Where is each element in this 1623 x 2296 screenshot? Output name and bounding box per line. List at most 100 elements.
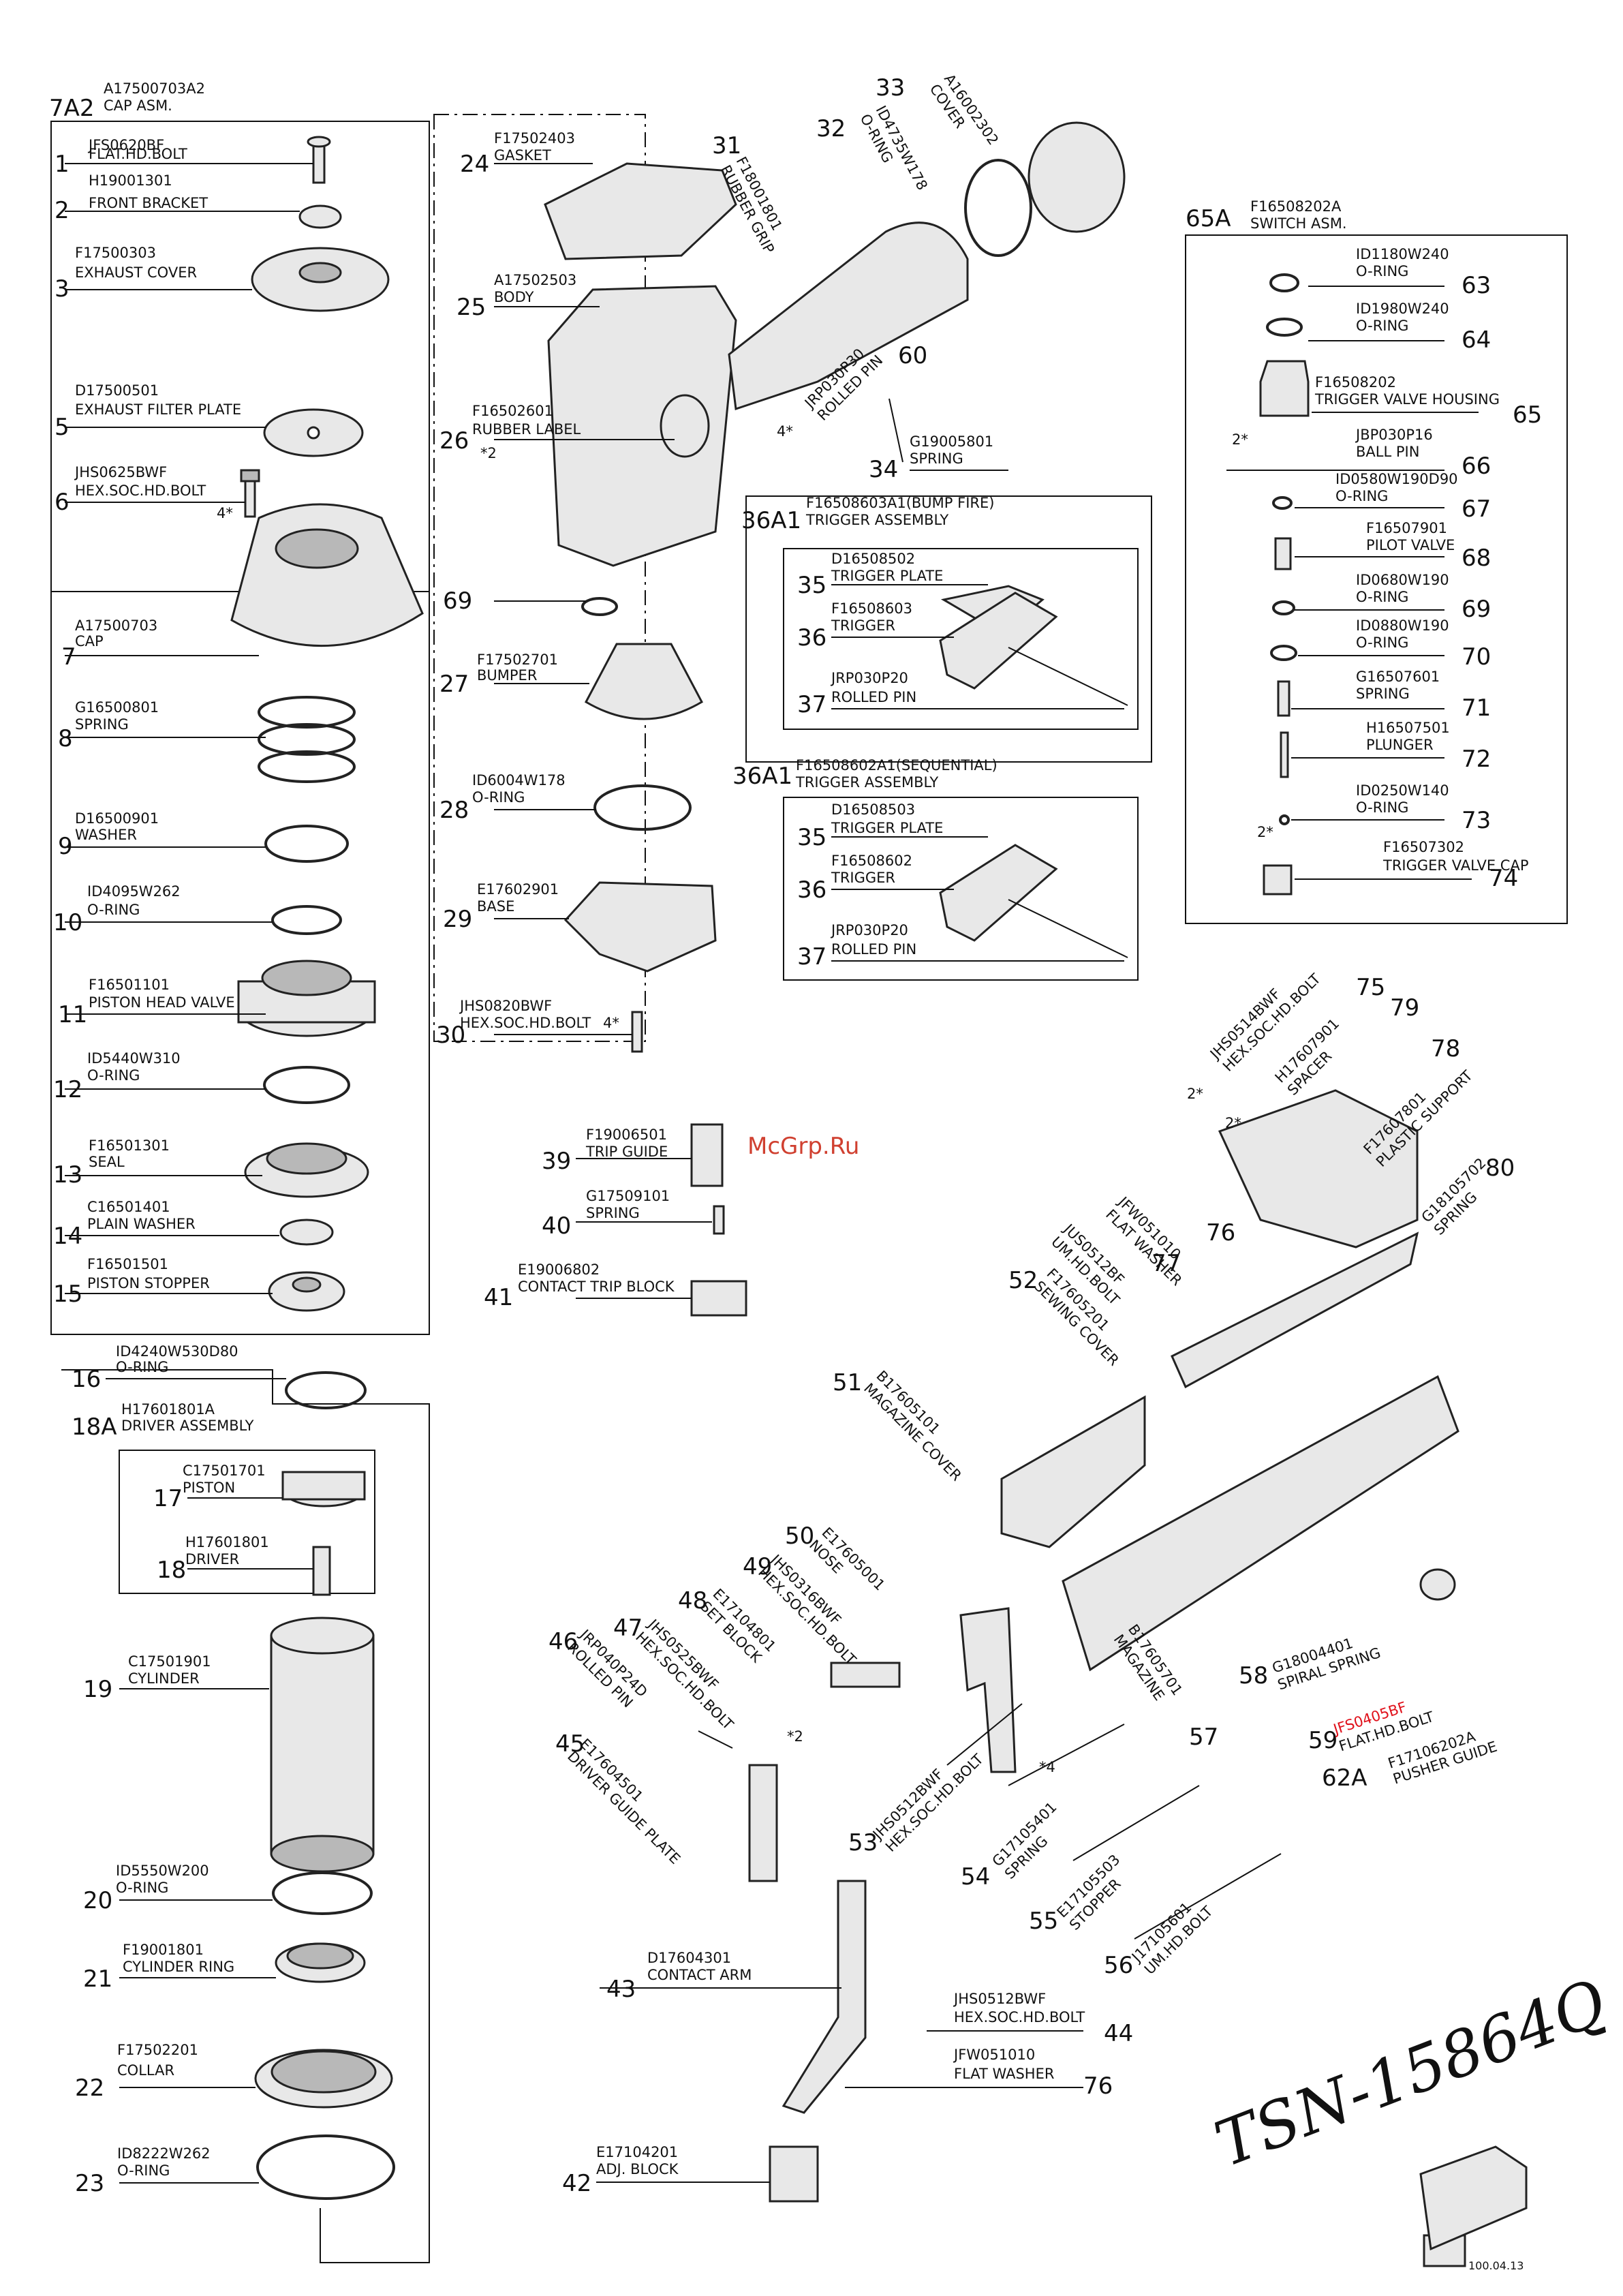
part-p69-part-name: O-RING xyxy=(1356,589,1408,605)
cylinder-icon xyxy=(270,1617,375,1873)
part-p24-part-name: GASKET xyxy=(494,147,551,164)
part-p9-part-no: D16500901 xyxy=(75,810,159,827)
part-p64-part-no: ID1980W240 xyxy=(1356,301,1449,317)
part-p30-part-name: HEX.SOC.HD.BOLT xyxy=(460,1015,591,1031)
body-icon xyxy=(547,285,737,567)
note-n75: 2* xyxy=(1187,1086,1203,1102)
part-p26-part-no: F16502601 xyxy=(472,403,553,419)
o-ring-23-icon xyxy=(256,2134,395,2200)
part-p36s-part-name: TRIGGER xyxy=(831,870,895,886)
part-p36-number: 36 xyxy=(797,624,826,652)
note-n66: 2* xyxy=(1232,431,1248,448)
part-p15-number: 15 xyxy=(53,1281,82,1308)
leader-60 xyxy=(888,398,903,463)
part-p8-part-name: SPRING xyxy=(75,716,129,733)
group-18A-part-name: DRIVER ASSEMBLY xyxy=(121,1418,254,1434)
part-p27-part-name: BUMPER xyxy=(477,667,537,684)
part-p66-number: 66 xyxy=(1462,453,1491,480)
part-p22-part-no: F17502201 xyxy=(117,2042,198,2058)
part-p16-part-name: O-RING xyxy=(116,1359,168,1375)
part-p76b-part-no: JFW051010 xyxy=(953,2047,1035,2063)
switch-asm-frame xyxy=(1185,234,1568,924)
part-p68-part-no: F16507901 xyxy=(1366,520,1447,536)
note-n53: *4 xyxy=(1039,1759,1055,1775)
part-p16-number: 16 xyxy=(72,1366,101,1393)
rolled-pin-46-icon xyxy=(698,1730,733,1749)
part-p59-number: 59 xyxy=(1308,1727,1338,1754)
part-p15-part-name: PISTON STOPPER xyxy=(87,1275,210,1291)
part-p2-number: 2 xyxy=(55,197,69,224)
part-p9-part-name: WASHER xyxy=(75,827,137,843)
part-p56-number: 56 xyxy=(1104,1952,1133,1979)
part-p35-part-name: TRIGGER PLATE xyxy=(831,568,943,584)
sewing-cover-icon xyxy=(1171,1231,1419,1389)
part-p6-part-name: HEX.SOC.HD.BOLT xyxy=(75,483,206,499)
group-18A-part-no: H17601801A xyxy=(121,1401,215,1418)
part-p28-part-no: ID6004W178 xyxy=(472,772,566,789)
part-p31-number: 31 xyxy=(712,132,741,159)
o-ring-20-icon xyxy=(272,1871,373,1915)
part-p36-part-name: TRIGGER xyxy=(831,617,895,634)
part-p12-part-no: ID5440W310 xyxy=(87,1050,181,1067)
part-p37-part-no: JRP030P20 xyxy=(830,670,908,686)
part-p23-part-name: O-RING xyxy=(117,2162,170,2179)
part-p17-number: 17 xyxy=(153,1485,183,1512)
part-p17-part-name: PISTON xyxy=(183,1480,235,1496)
note-n60: 4* xyxy=(777,423,793,440)
part-p11-part-no: F16501101 xyxy=(89,977,170,993)
part-p54-number: 54 xyxy=(961,1863,990,1891)
part-p37s-part-name: ROLLED PIN xyxy=(831,941,916,958)
contact-arm-icon xyxy=(782,1880,867,2114)
part-p18-number: 18 xyxy=(157,1557,186,1584)
hex-soc-bolt-30-icon xyxy=(631,1011,643,1053)
part-p7-part-no: A17500703 xyxy=(75,617,157,634)
part-p34-part-name: SPRING xyxy=(910,450,963,467)
part-drawings xyxy=(230,121,1528,2267)
part-p35s-number: 35 xyxy=(797,824,826,851)
piston-stopper-icon xyxy=(268,1271,345,1312)
part-p68-number: 68 xyxy=(1462,545,1491,572)
part-p29-part-no: E17602901 xyxy=(477,881,559,898)
pusher-guide-body-icon xyxy=(1419,2145,1528,2251)
note-n30: 4* xyxy=(603,1015,619,1031)
part-p49-number: 49 xyxy=(743,1553,772,1580)
part-p42-part-name: ADJ. BLOCK xyxy=(596,2161,679,2177)
gasket-icon xyxy=(544,162,737,260)
part-p74-part-no: F16507302 xyxy=(1383,839,1464,855)
part-p73-number: 73 xyxy=(1462,807,1491,834)
part-p36s-number: 36 xyxy=(797,876,826,904)
group-7A2-part-name: CAP ASM. xyxy=(104,97,172,114)
part-p21-number: 21 xyxy=(83,1965,112,1993)
part-p69-number: 69 xyxy=(1462,596,1491,623)
part-p18-part-name: DRIVER xyxy=(185,1551,239,1567)
part-p24-number: 24 xyxy=(460,151,489,178)
part-p29-part-name: BASE xyxy=(477,898,514,915)
part-p72-number: 72 xyxy=(1462,746,1491,773)
part-p10-number: 10 xyxy=(53,909,82,936)
o-ring-64-icon xyxy=(1266,318,1303,337)
lower-frame xyxy=(61,1369,430,2263)
o-ring-12-icon xyxy=(263,1066,350,1104)
part-p1-part-no: JFS0620BF xyxy=(87,137,164,153)
part-p57-number: 57 xyxy=(1189,1724,1218,1751)
part-p28-number: 28 xyxy=(439,797,469,824)
nose-icon xyxy=(959,1607,1017,1773)
part-p32-number: 32 xyxy=(816,115,846,142)
part-p35-part-no: D16508502 xyxy=(831,551,915,567)
part-p63-number: 63 xyxy=(1462,272,1491,299)
watermark: McGrp.Ru xyxy=(747,1133,859,1160)
part-p19-part-no: C17501901 xyxy=(128,1653,211,1670)
part-p3-number: 3 xyxy=(55,275,69,303)
o-ring-70-icon xyxy=(1270,645,1297,661)
spring-40-icon xyxy=(713,1205,725,1235)
hex-soc-bolt-6-icon xyxy=(240,469,260,518)
bumper-icon xyxy=(585,643,703,720)
part-p39-part-name: TRIP GUIDE xyxy=(585,1144,668,1160)
note-n47: *2 xyxy=(787,1728,803,1745)
part-p71-part-name: SPRING xyxy=(1356,686,1410,702)
part-p44-number: 44 xyxy=(1104,2020,1133,2047)
pilot-valve-icon xyxy=(1274,537,1292,570)
trigger-36-icon xyxy=(939,592,1058,690)
